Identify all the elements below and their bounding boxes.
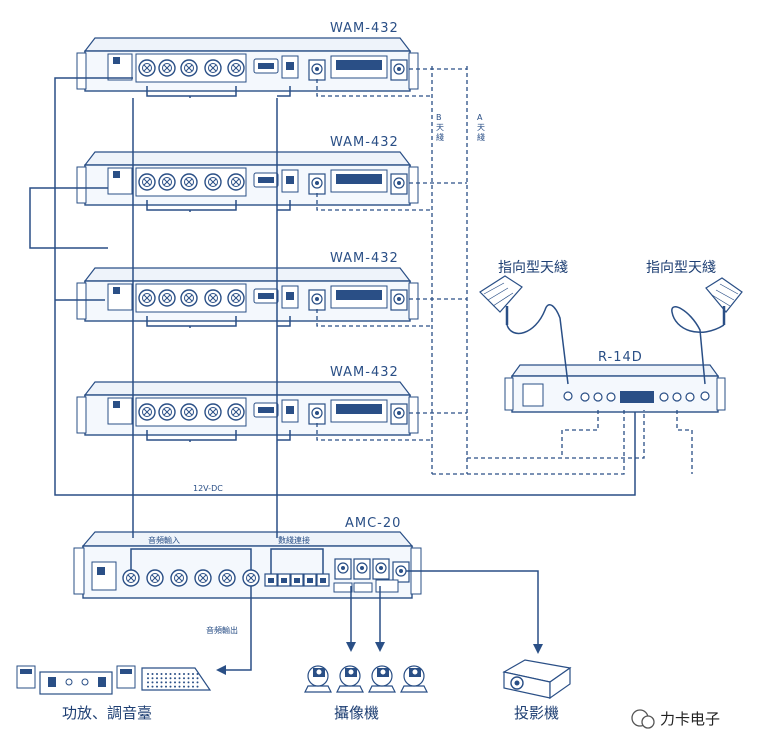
antenna-right: 指向型天綫: [646, 260, 743, 385]
r14d-unit: R-14D: [504, 350, 726, 413]
wam-title-1: WAM-432: [330, 21, 399, 36]
amplifier-label: 功放、調音臺: [62, 704, 152, 722]
wam-title-4: WAM-432: [330, 365, 399, 380]
watermark-text: 力卡电子: [660, 710, 720, 728]
projector: 投影機: [502, 659, 572, 722]
camera-2: [336, 665, 364, 693]
r14d-title: R-14D: [598, 350, 643, 365]
wam-unit-2: WAM-432: [76, 135, 419, 212]
antenna-left: 指向型天綫: [479, 260, 569, 385]
wam-unit-3: WAM-432: [76, 251, 419, 328]
audio-output-label: 音頻輸出: [206, 625, 238, 635]
data-link-label: 數綫連接: [278, 535, 310, 545]
amc20-title: AMC-20: [345, 516, 401, 531]
wam-unit-1: WAM-432: [76, 21, 419, 98]
camera-3: [368, 665, 396, 693]
wam-title-3: WAM-432: [330, 251, 399, 266]
projector-line: [406, 570, 539, 648]
power-bus-line: [54, 77, 636, 496]
audio-input-label: 音頻輸入: [148, 535, 180, 545]
wam-title-2: WAM-432: [330, 135, 399, 150]
amc20-unit: AMC-20 音頻輸入 數綫連接: [73, 516, 422, 599]
camera-1: [304, 665, 332, 693]
wam-unit-4: WAM-432: [76, 365, 419, 442]
audio-out-line: [222, 586, 252, 671]
projector-label: 投影機: [514, 704, 559, 722]
camera-4: [400, 665, 428, 693]
amplifier-mixer: 功放、調音臺: [16, 665, 212, 722]
camera-group: 攝像機: [304, 665, 428, 722]
power-label: 12V-DC: [193, 484, 223, 493]
left-antenna-label: 指向型天綫: [498, 260, 568, 276]
watermark: 力卡电子: [631, 709, 720, 729]
right-antenna-label: 指向型天綫: [646, 260, 716, 276]
camera-label: 攝像機: [334, 704, 379, 722]
